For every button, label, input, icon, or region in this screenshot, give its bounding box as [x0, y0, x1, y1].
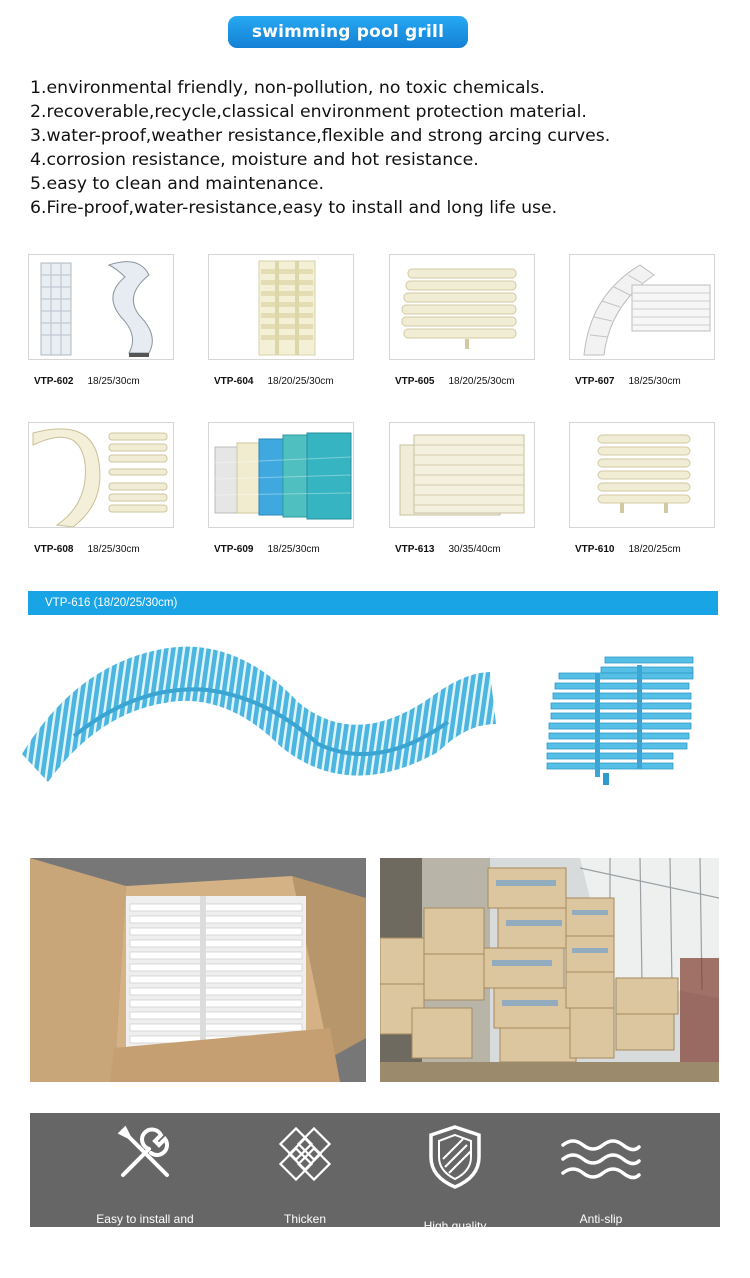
product-model: VTP-610 — [575, 544, 615, 555]
shield-icon — [429, 1125, 481, 1189]
product-card-vtp-607: VTP-607 18/25/30cm — [569, 254, 715, 387]
feature-item: 5.easy to clean and maintenance. — [30, 174, 324, 194]
blue-straight-grill-stack-image — [546, 656, 694, 785]
warehouse-photo — [380, 858, 719, 1082]
feature-item: 2.recoverable,recycle,classical environm… — [30, 102, 587, 122]
benefit-high-quality: High quality — [380, 1113, 530, 1233]
benefits-strip: Easy to install and Thicken High quality — [30, 1113, 720, 1233]
product-model: VTP-609 — [214, 544, 254, 555]
wrench-screwdriver-icon — [117, 1125, 169, 1177]
product-model: VTP-602 — [34, 376, 74, 387]
product-size: 18/20/25/30cm — [267, 376, 334, 387]
feature-item: 3.water-proof,weather resistance,flexibl… — [30, 126, 611, 146]
feature-item: 4.corrosion resistance, moisture and hot… — [30, 150, 479, 170]
product-image — [208, 422, 354, 528]
product-model: VTP-608 — [34, 544, 74, 555]
packaging-photo — [30, 858, 366, 1082]
product-banner-vtp-616: VTP-616 (18/20/25/30cm) — [28, 591, 718, 615]
product-card-vtp-604: VTP-604 18/20/25/30cm — [208, 254, 354, 387]
product-size: 18/25/30cm — [87, 544, 140, 555]
page-title: swimming pool grill — [228, 16, 468, 48]
product-image — [569, 254, 715, 360]
benefit-label: High quality — [423, 1219, 487, 1233]
benefit-label: Anti-slip — [579, 1212, 623, 1226]
product-size: 18/20/25/30cm — [448, 376, 515, 387]
product-card-vtp-602: VTP-602 18/25/30cm — [28, 254, 174, 387]
product-size: 18/25/30cm — [628, 376, 681, 387]
product-image — [389, 254, 535, 360]
benefit-label: Easy to install and — [96, 1212, 194, 1226]
product-card-vtp-609: VTP-609 18/25/30cm — [208, 422, 354, 555]
product-image — [389, 422, 535, 528]
product-card-vtp-610: VTP-610 18/20/25cm — [569, 422, 715, 555]
product-size: 18/20/25cm — [628, 544, 681, 555]
product-image — [569, 422, 715, 528]
product-model: VTP-607 — [575, 376, 615, 387]
product-model: VTP-604 — [214, 376, 254, 387]
feature-item: 6.Fire-proof,water-resistance,easy to in… — [30, 198, 558, 218]
product-image — [28, 254, 174, 360]
product-card-vtp-605: VTP-605 18/20/25/30cm — [389, 254, 535, 387]
product-model: VTP-605 — [395, 376, 435, 387]
waves-icon — [561, 1139, 641, 1180]
layers-diamond-icon — [278, 1126, 332, 1182]
product-image — [208, 254, 354, 360]
product-size: 18/25/30cm — [87, 376, 140, 387]
product-card-vtp-613: VTP-613 30/35/40cm — [389, 422, 535, 555]
blue-wave-grill-image — [22, 646, 496, 782]
feature-item: 1.environmental friendly, non-pollution,… — [30, 78, 545, 98]
product-model: VTP-613 — [395, 544, 435, 555]
product-size: 18/25/30cm — [267, 544, 320, 555]
feature-list: 1.environmental friendly, non-pollution,… — [30, 76, 730, 220]
product-image — [28, 422, 174, 528]
benefit-anti-slip: Anti-slip — [526, 1113, 676, 1227]
benefit-label: Thicken — [283, 1212, 327, 1226]
product-size: 30/35/40cm — [448, 544, 501, 555]
benefit-easy-install: Easy to install and — [70, 1113, 220, 1227]
benefit-thicken: Thicken — [230, 1113, 380, 1227]
product-card-vtp-608: VTP-608 18/25/30cm — [28, 422, 174, 555]
